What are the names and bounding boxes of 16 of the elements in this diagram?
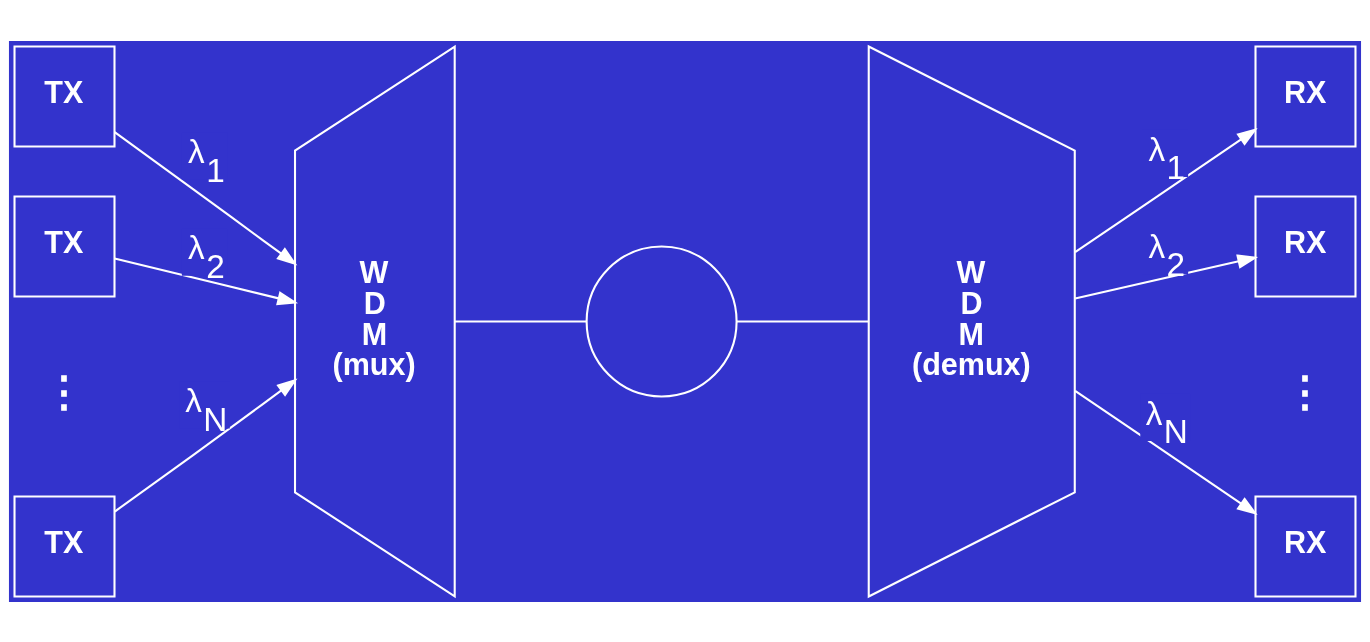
node-box: RX [1254,45,1357,148]
node-circle [585,244,738,398]
connector [736,319,869,323]
label: ⋮ [1283,367,1326,415]
node-box: TX [13,45,116,148]
node-box: W D M (mux) [293,44,456,598]
label: ⋮ [42,367,85,415]
connector [454,319,587,323]
node-box: TX [13,195,116,298]
node-box: RX [1254,494,1357,597]
arrow [1074,253,1259,299]
arrow [114,256,299,305]
arrow [1074,389,1258,515]
node-box: TX [13,494,116,597]
node-box: RX [1254,195,1357,298]
node-box: W D M (demux) [867,44,1076,598]
